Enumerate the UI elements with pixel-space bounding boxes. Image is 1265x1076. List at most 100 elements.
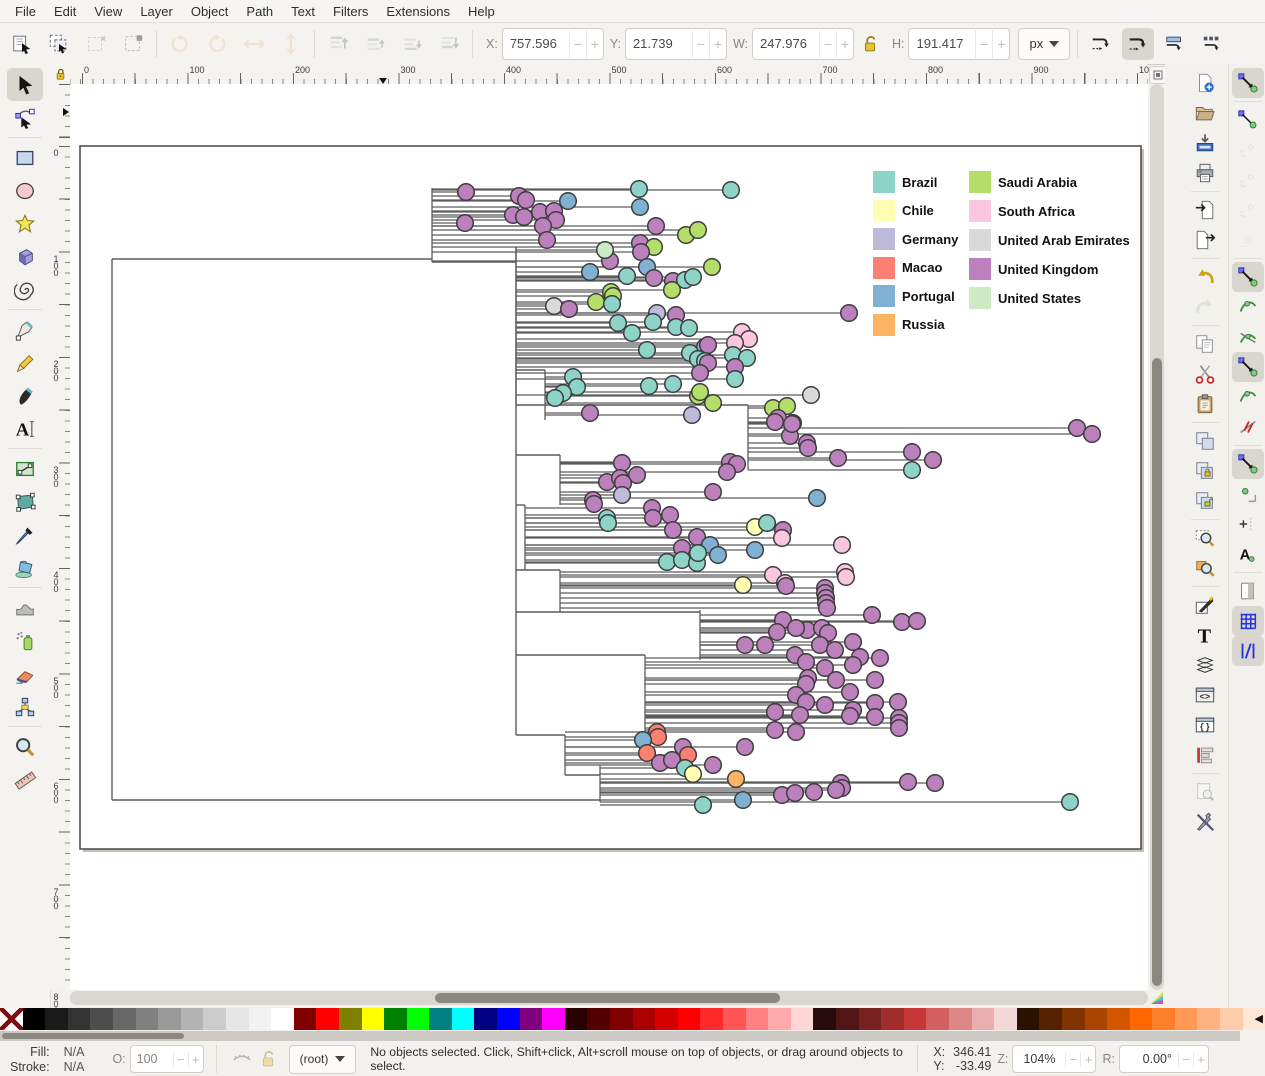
align-distribute-icon[interactable] bbox=[1189, 740, 1221, 770]
snap-others-icon[interactable] bbox=[1232, 449, 1264, 479]
zoom-selection-icon[interactable] bbox=[1189, 523, 1221, 553]
palette-scrollbar-thumb[interactable] bbox=[2, 1033, 184, 1039]
palette-swatch[interactable] bbox=[678, 1008, 701, 1030]
text-tool-icon[interactable]: A bbox=[7, 412, 43, 445]
x-field[interactable]: 757.596−+ bbox=[502, 28, 604, 60]
export-icon[interactable] bbox=[1189, 225, 1221, 255]
vertical-scrollbar-thumb[interactable] bbox=[1152, 358, 1162, 986]
undo-icon[interactable] bbox=[1189, 262, 1221, 292]
snap-page-border-icon[interactable] bbox=[1232, 576, 1264, 606]
zoom-minus-button[interactable]: − bbox=[1065, 1052, 1080, 1067]
y-minus-button[interactable]: − bbox=[692, 30, 709, 58]
ruler-corner-lock-icon[interactable] bbox=[50, 64, 70, 84]
y-field[interactable]: 21.739−+ bbox=[625, 28, 727, 60]
rectangle-tool-icon[interactable] bbox=[7, 141, 43, 174]
gradient-tool-icon[interactable] bbox=[7, 452, 43, 485]
legend-item[interactable]: Russia bbox=[873, 314, 958, 336]
palette-swatch[interactable] bbox=[1085, 1008, 1108, 1030]
palette-swatch[interactable] bbox=[23, 1008, 46, 1030]
lock-ratio-icon[interactable] bbox=[854, 28, 886, 60]
h-field[interactable]: 191.417−+ bbox=[908, 28, 1010, 60]
dropper-tool-icon[interactable] bbox=[7, 518, 43, 551]
menu-help[interactable]: Help bbox=[459, 2, 504, 21]
snap-cusp-nodes-icon[interactable] bbox=[1232, 352, 1264, 382]
fill-stroke-dialog-icon[interactable] bbox=[1189, 590, 1221, 620]
palette-swatch[interactable] bbox=[904, 1008, 927, 1030]
scale-corners-toggle-icon[interactable] bbox=[1159, 28, 1191, 60]
spray-tool-icon[interactable] bbox=[7, 624, 43, 657]
move-gradients-toggle-icon[interactable] bbox=[1085, 28, 1117, 60]
clone-icon[interactable] bbox=[1189, 456, 1221, 486]
object-properties-icon[interactable]: { } bbox=[1189, 710, 1221, 740]
node-tool-icon[interactable] bbox=[7, 101, 43, 134]
palette-swatch[interactable] bbox=[226, 1008, 249, 1030]
snap-bounding-box-icon[interactable] bbox=[1232, 105, 1264, 135]
palette-swatch[interactable] bbox=[655, 1008, 678, 1030]
layer-lock-icon[interactable] bbox=[255, 1046, 281, 1072]
snap-smooth-nodes-icon[interactable] bbox=[1232, 382, 1264, 412]
palette-swatch[interactable] bbox=[362, 1008, 385, 1030]
palette-swatch[interactable] bbox=[520, 1008, 543, 1030]
unit-dropdown[interactable]: px bbox=[1018, 28, 1070, 60]
palette-swatch[interactable] bbox=[158, 1008, 181, 1030]
palette-swatch[interactable] bbox=[497, 1008, 520, 1030]
import-icon[interactable] bbox=[1189, 195, 1221, 225]
paste-icon[interactable] bbox=[1189, 389, 1221, 419]
menu-extensions[interactable]: Extensions bbox=[377, 2, 459, 21]
unlink-clone-icon[interactable] bbox=[1189, 486, 1221, 516]
palette-swatch[interactable] bbox=[1017, 1008, 1040, 1030]
mesh-tool-icon[interactable] bbox=[7, 485, 43, 518]
menu-view[interactable]: View bbox=[85, 2, 131, 21]
xml-editor-icon[interactable]: <> bbox=[1189, 680, 1221, 710]
transform-patterns-toggle-icon[interactable] bbox=[1196, 28, 1228, 60]
palette-swatch[interactable] bbox=[836, 1008, 859, 1030]
palette-swatch[interactable] bbox=[90, 1008, 113, 1030]
h-plus-button[interactable]: + bbox=[992, 30, 1009, 58]
palette-scrollbar[interactable] bbox=[0, 1031, 1240, 1041]
legend-column-1[interactable]: BrazilChileGermanyMacaoPortugalRussia bbox=[873, 171, 958, 336]
palette-swatch[interactable] bbox=[700, 1008, 723, 1030]
palette-scroll-left-icon[interactable]: ◀ bbox=[1255, 1012, 1263, 1025]
palette-swatch[interactable] bbox=[407, 1008, 430, 1030]
palette-swatch[interactable] bbox=[791, 1008, 814, 1030]
palette-swatch[interactable] bbox=[1039, 1008, 1062, 1030]
rotation-field[interactable]: 0.00°−+ bbox=[1119, 1045, 1209, 1073]
eraser-tool-icon[interactable] bbox=[7, 657, 43, 690]
legend-item[interactable]: Saudi Arabia bbox=[969, 171, 1130, 193]
palette-swatch[interactable] bbox=[1107, 1008, 1130, 1030]
legend-item[interactable]: Portugal bbox=[873, 285, 958, 307]
print-document-icon[interactable] bbox=[1189, 158, 1221, 188]
zoom-drawing-icon[interactable] bbox=[1189, 553, 1221, 583]
rotation-minus-button[interactable]: − bbox=[1178, 1052, 1193, 1067]
legend-item[interactable]: Chile bbox=[873, 200, 958, 222]
palette-swatch[interactable] bbox=[1197, 1008, 1220, 1030]
opacity-minus-button[interactable]: − bbox=[173, 1052, 188, 1067]
measure-tool-icon[interactable] bbox=[7, 763, 43, 796]
w-field[interactable]: 247.976−+ bbox=[752, 28, 854, 60]
bucket-tool-icon[interactable] bbox=[7, 551, 43, 584]
vertical-ruler[interactable]: 0100200300400500600700800 bbox=[50, 84, 71, 990]
palette-swatch[interactable] bbox=[881, 1008, 904, 1030]
zoom-tool-icon[interactable] bbox=[7, 730, 43, 763]
menu-edit[interactable]: Edit bbox=[45, 2, 85, 21]
preferences-icon[interactable] bbox=[1189, 807, 1221, 837]
menu-text[interactable]: Text bbox=[282, 2, 324, 21]
horizontal-scrollbar-thumb[interactable] bbox=[435, 993, 780, 1003]
palette-swatch[interactable] bbox=[746, 1008, 769, 1030]
snap-text-baselines-icon[interactable]: A bbox=[1232, 539, 1264, 569]
palette-swatch[interactable] bbox=[542, 1008, 565, 1030]
enable-snapping-icon[interactable] bbox=[1232, 68, 1264, 98]
opacity-plus-button[interactable]: + bbox=[188, 1052, 203, 1067]
drawing-canvas[interactable]: BrazilChileGermanyMacaoPortugalRussia Sa… bbox=[70, 84, 1148, 990]
legend-item[interactable]: South Africa bbox=[969, 200, 1130, 222]
palette-swatch[interactable] bbox=[565, 1008, 588, 1030]
palette-swatch[interactable] bbox=[633, 1008, 656, 1030]
layer-dropdown[interactable]: (root) bbox=[289, 1045, 357, 1074]
copy-icon[interactable] bbox=[1189, 329, 1221, 359]
menu-file[interactable]: File bbox=[6, 2, 45, 21]
snap-line-midpoints-icon[interactable] bbox=[1232, 412, 1264, 442]
select-all-icon[interactable] bbox=[6, 28, 38, 60]
palette-swatch[interactable] bbox=[339, 1008, 362, 1030]
snap-rotation-centers-icon[interactable] bbox=[1232, 509, 1264, 539]
zoom-field[interactable]: 104%−+ bbox=[1012, 1045, 1096, 1073]
